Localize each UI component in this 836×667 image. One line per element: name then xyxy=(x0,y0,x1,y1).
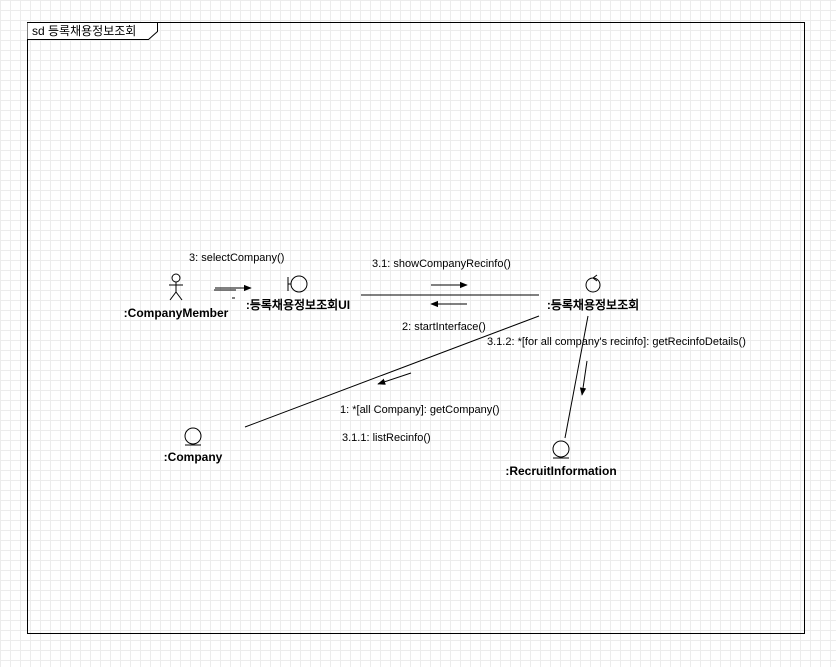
control-icon xyxy=(585,274,601,293)
actor-icon xyxy=(169,273,183,301)
message-label-get-company: 1: *[all Company]: getCompany() xyxy=(340,404,500,416)
frame-title-tab xyxy=(27,22,158,40)
message-label-list-recinfo: 3.1.1: listRecinfo() xyxy=(342,432,431,444)
message-label-select-company: 3: selectCompany() xyxy=(189,252,284,264)
object-name-ui: :등록채용정보조회UI xyxy=(246,297,350,312)
link-control-company xyxy=(244,315,540,428)
entity-icon xyxy=(184,427,202,446)
object-name-control: :등록채용정보조회 xyxy=(547,297,639,312)
diagram-frame xyxy=(27,22,805,634)
object-name-company: :Company xyxy=(164,450,223,464)
message-label-get-recinfo-details: 3.1.2: *[for all company's recinfo]: get… xyxy=(487,336,746,348)
link-control-recruit xyxy=(564,315,589,439)
message-arrow-get-company xyxy=(377,372,412,385)
frame-title: sd 등록채용정보조회 xyxy=(32,24,136,38)
boundary-icon xyxy=(287,275,308,293)
entity-icon xyxy=(552,440,570,459)
message-label-start-interface: 2: startInterface() xyxy=(402,321,486,333)
message-arrow-get-recinfo-details xyxy=(579,360,588,396)
message-label-show-company-recinfo: 3.1: showCompanyRecinfo() xyxy=(372,258,511,270)
object-name-recruit-information: :RecruitInformation xyxy=(505,464,616,478)
object-name-company-member: :CompanyMember xyxy=(124,306,229,320)
